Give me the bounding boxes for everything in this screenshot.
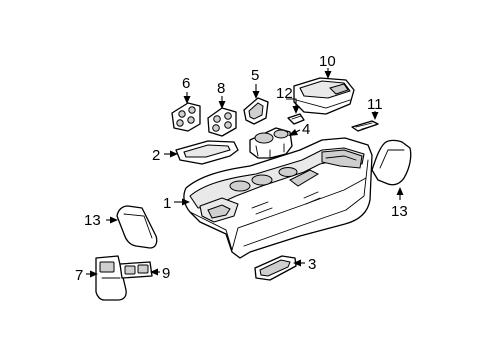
callout-13-right: 13 — [391, 203, 408, 220]
callout-2: 2 — [152, 147, 160, 164]
callout-9: 9 — [162, 265, 170, 282]
part-5-bezel — [243, 97, 269, 125]
part-12-clip — [287, 113, 305, 125]
part-2-trim-plate — [175, 140, 239, 165]
callout-1: 1 — [163, 195, 171, 212]
part-8-switch-bezel — [207, 107, 237, 137]
callout-11: 11 — [367, 96, 383, 113]
part-3-tray — [254, 255, 297, 281]
callout-3: 3 — [308, 256, 316, 273]
callout-7: 7 — [75, 267, 83, 284]
part-13-side-panel-right — [371, 139, 412, 186]
part-7-switch-panel — [95, 255, 127, 301]
callout-5: 5 — [251, 67, 259, 84]
part-4-cup-holder — [249, 127, 293, 159]
part-6-switch-bezel — [171, 102, 201, 132]
part-1-console-body — [183, 137, 373, 259]
callout-labels: 1 2 3 4 5 6 7 8 9 10 11 12 13 13 — [75, 53, 408, 284]
part-11-latch — [351, 120, 379, 132]
callout-13-left: 13 — [84, 212, 101, 229]
part-9-switch-pair — [119, 261, 153, 279]
callout-12: 12 — [276, 85, 293, 102]
callout-4: 4 — [302, 121, 310, 138]
part-13-side-panel-left — [116, 205, 158, 249]
leader-lines — [86, 68, 404, 278]
callout-6: 6 — [182, 75, 190, 92]
part-10-armrest-lid — [293, 77, 355, 115]
callout-8: 8 — [217, 80, 225, 97]
callout-10: 10 — [319, 53, 336, 70]
